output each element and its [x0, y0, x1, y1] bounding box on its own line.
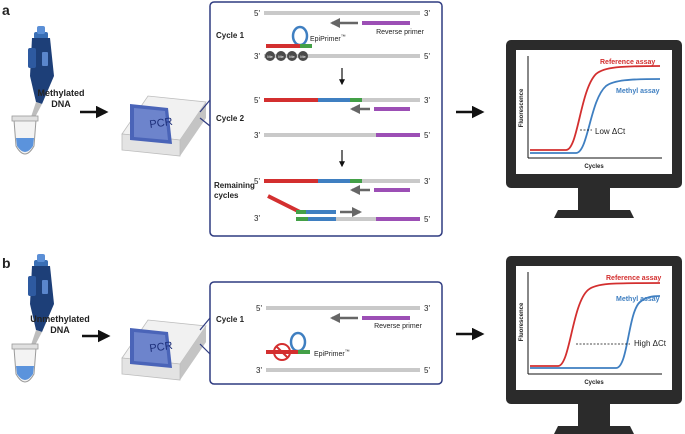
remaining-label-1: Remaining	[214, 181, 255, 190]
panel-b-letter: b	[2, 255, 11, 271]
sample-label-line1: Unmethylated	[30, 314, 90, 324]
sample-label-line2: DNA	[51, 99, 71, 109]
methyl-legend: Methyl assay	[616, 296, 660, 303]
svg-text:Me: Me	[289, 54, 295, 59]
reverse-primer-label: Reverse primer	[374, 323, 423, 330]
delta-ct-label: Low ΔCt	[595, 127, 626, 136]
panel-a: a Methylated DNA PCR Cycle 1 5' 3' Rever…	[2, 1, 682, 237]
epiprimer-label: EpiPrimer™	[314, 349, 350, 358]
y-axis-label: Fluorescence	[519, 88, 525, 127]
svg-text:Me: Me	[278, 54, 284, 59]
remaining-label-2: cycles	[214, 191, 239, 200]
cycle2-label: Cycle 2	[216, 114, 245, 123]
svg-text:5': 5'	[424, 215, 430, 224]
reference-legend: Reference assay	[600, 59, 655, 66]
svg-text:5': 5'	[424, 131, 430, 140]
reference-curve	[530, 282, 661, 367]
methyl-curve	[530, 78, 661, 154]
monitor-icon: Fluorescence Cycles Reference assay Meth…	[506, 256, 682, 434]
methyl-curve	[530, 295, 661, 369]
y-axis-label: Fluorescence	[519, 302, 525, 341]
x-axis-label: Cycles	[584, 164, 604, 170]
reverse-primer-label: Reverse primer	[376, 29, 425, 36]
x-axis-label: Cycles	[584, 380, 604, 386]
pcr-machine-icon: PCR	[121, 319, 207, 381]
delta-ct-label: High ΔCt	[634, 339, 667, 348]
pcr-machine-icon: PCR	[121, 95, 207, 157]
three-prime-lower: 3'	[254, 52, 260, 61]
pcr-screen-text: PCR	[149, 340, 174, 355]
reference-legend: Reference assay	[606, 275, 661, 282]
reference-curve	[530, 65, 661, 151]
sample-label-line2: DNA	[50, 325, 70, 335]
methyl-legend: Methyl assay	[616, 88, 660, 95]
sample-label-line1: Methylated	[37, 88, 84, 98]
svg-text:Me: Me	[300, 54, 306, 59]
panel-b: b Unmethylated DNA PCR Cycle 1 5' 3' Rev…	[2, 253, 682, 434]
methyl-marks: Me Me Me Me	[265, 51, 308, 61]
svg-text:5': 5'	[254, 177, 260, 186]
svg-text:3': 3'	[424, 304, 430, 313]
five-prime: 5'	[254, 9, 260, 18]
cycle1-label: Cycle 1	[216, 315, 245, 324]
forbidden-icon	[273, 343, 291, 361]
svg-text:Me: Me	[267, 54, 273, 59]
panel-a-letter: a	[2, 2, 10, 18]
svg-text:3': 3'	[424, 96, 430, 105]
svg-text:5': 5'	[254, 96, 260, 105]
monitor-icon: Fluorescence Cycles Reference assay Meth…	[506, 40, 682, 218]
svg-text:3': 3'	[254, 131, 260, 140]
pcr-screen-text: PCR	[149, 116, 174, 131]
three-prime: 3'	[424, 9, 430, 18]
svg-text:3': 3'	[424, 177, 430, 186]
svg-text:3': 3'	[254, 214, 260, 223]
svg-text:5': 5'	[424, 366, 430, 375]
svg-text:5': 5'	[256, 304, 262, 313]
epiprimer-label: EpiPrimer™	[310, 34, 346, 43]
cycle1-label: Cycle 1	[216, 31, 245, 40]
five-prime-lower: 5'	[424, 52, 430, 61]
svg-text:3': 3'	[256, 366, 262, 375]
